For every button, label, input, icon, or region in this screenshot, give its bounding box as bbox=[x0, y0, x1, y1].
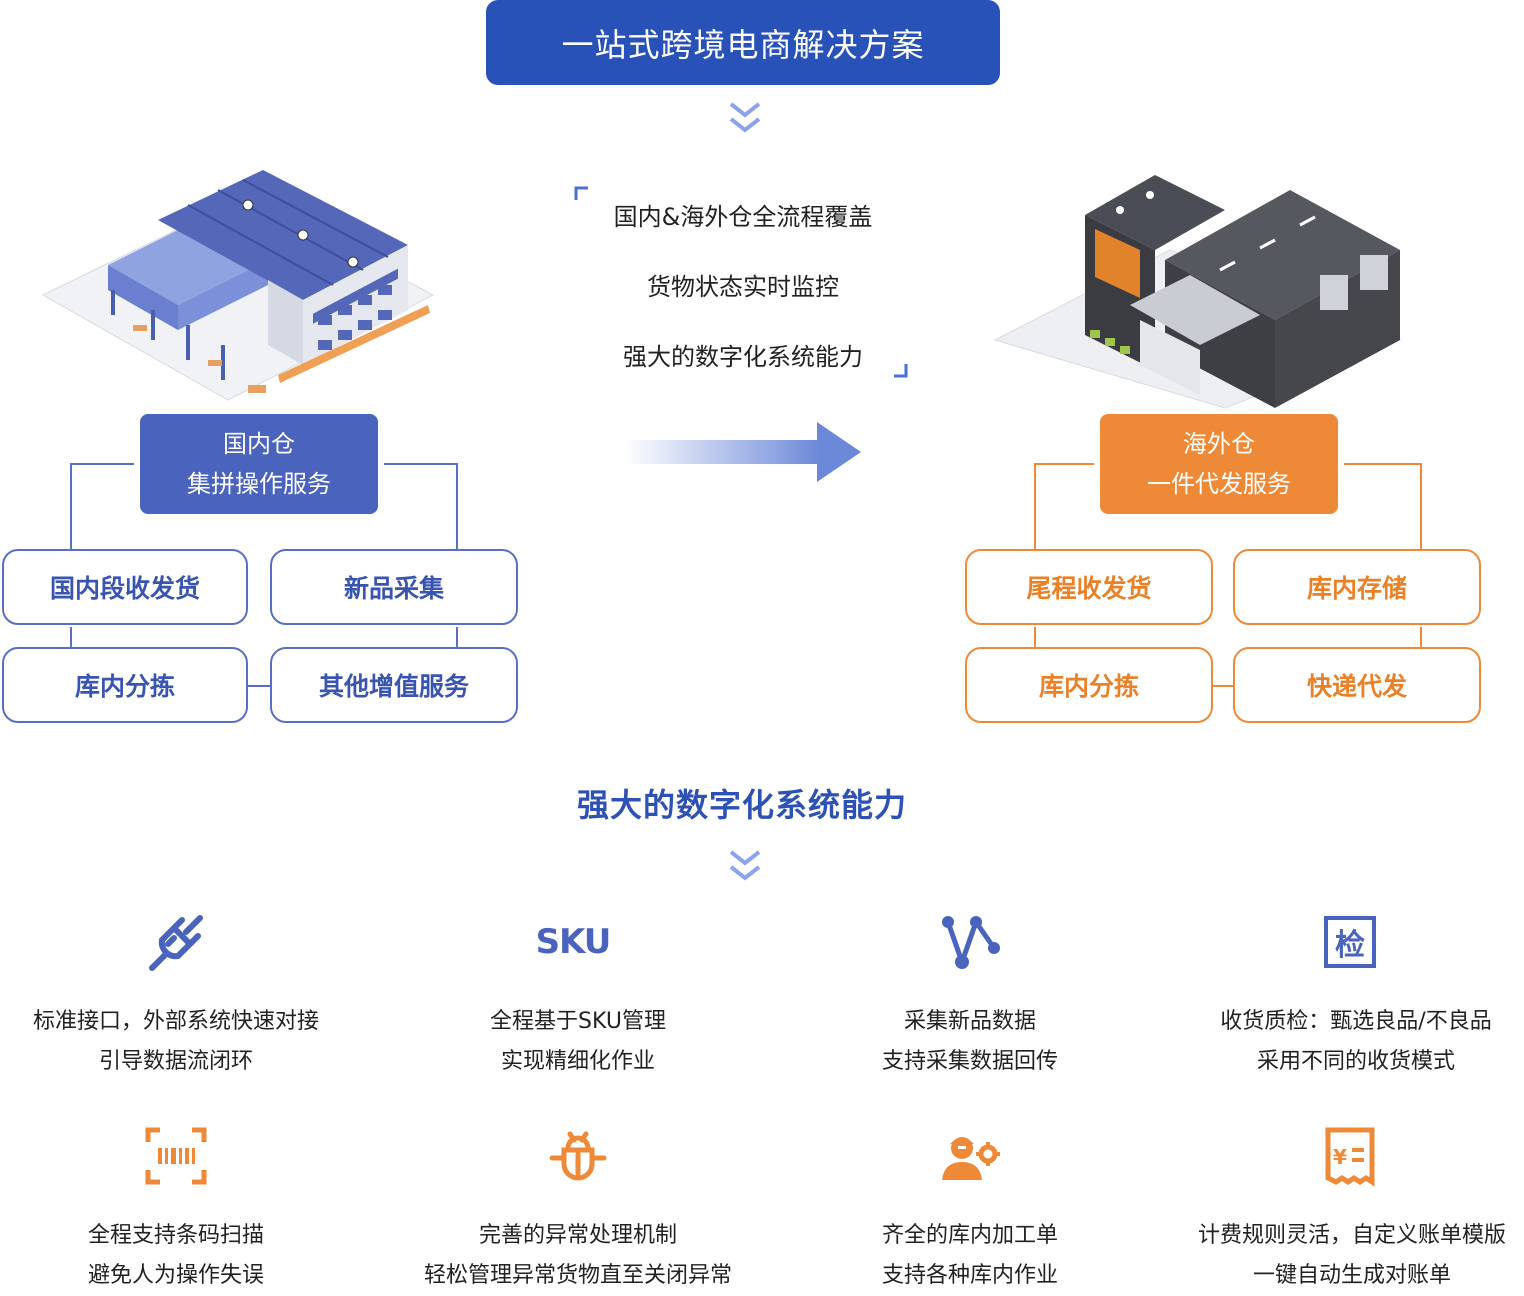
connector bbox=[1034, 627, 1036, 647]
domestic-service-value-added: 其他增值服务 bbox=[270, 647, 518, 723]
barcode-scan-icon bbox=[136, 1116, 216, 1196]
domestic-service-sorting: 库内分拣 bbox=[2, 647, 248, 723]
capability-1-caption: 标准接口，外部系统快速对接 引导数据流闭环 bbox=[32, 1009, 319, 1074]
capability-6-caption: 完善的异常处理机制 轻松管理异常货物直至关闭异常 bbox=[423, 1223, 732, 1288]
overseas-warehouse-box: 海外仓 一件代发服务 bbox=[1100, 414, 1338, 514]
domestic-warehouse-box: 国内仓 集拼操作服务 bbox=[140, 414, 378, 514]
domestic-service-new-product: 新品采集 bbox=[270, 549, 518, 625]
chevron-down-icon bbox=[729, 850, 761, 881]
connector bbox=[456, 627, 458, 647]
overseas-warehouse-illustration bbox=[993, 175, 1402, 409]
capability-4-caption: 收货质检：甄选良品/不良品 采用不同的收货模式 bbox=[1220, 1009, 1492, 1074]
network-nodes-icon bbox=[930, 902, 1010, 982]
receipt-icon: ¥ bbox=[1310, 1116, 1390, 1196]
capability-5-caption: 全程支持条码扫描 避免人为操作失误 bbox=[87, 1223, 264, 1288]
connector bbox=[70, 463, 72, 549]
connector bbox=[248, 685, 270, 687]
connector bbox=[1344, 463, 1422, 465]
feature-line-2: 货物状态实时监控 bbox=[647, 273, 839, 301]
connector bbox=[456, 463, 458, 549]
domestic-title: 国内仓 bbox=[223, 430, 295, 458]
connector bbox=[1034, 463, 1094, 465]
domestic-subtitle: 集拼操作服务 bbox=[187, 470, 331, 498]
open-bracket-icon bbox=[574, 186, 588, 200]
right-arrow-icon bbox=[625, 422, 861, 482]
overseas-service-storage: 库内存储 bbox=[1233, 549, 1481, 625]
capability-3-caption: 采集新品数据 支持采集数据回传 bbox=[881, 1009, 1058, 1074]
feature-line-3: 强大的数字化系统能力 bbox=[623, 343, 863, 371]
connector bbox=[384, 463, 458, 465]
capability-2-caption: 全程基于SKU管理 实现精细化作业 bbox=[490, 1009, 666, 1074]
connector bbox=[1034, 463, 1036, 549]
domestic-warehouse-illustration bbox=[41, 170, 435, 401]
overseas-title: 海外仓 bbox=[1183, 430, 1255, 458]
chevron-down-icon bbox=[729, 102, 761, 133]
connector bbox=[1212, 685, 1234, 687]
connector bbox=[1420, 463, 1422, 549]
sku-icon: SKU bbox=[535, 922, 612, 962]
worker-gear-icon bbox=[930, 1116, 1010, 1196]
close-bracket-icon bbox=[894, 364, 908, 378]
plug-icon bbox=[136, 902, 216, 982]
inspect-icon: 检 bbox=[1310, 902, 1390, 982]
capabilities-heading: 强大的数字化系统能力 bbox=[576, 786, 907, 824]
connector bbox=[1420, 627, 1422, 647]
feature-line-1: 国内&海外仓全流程覆盖 bbox=[613, 203, 873, 231]
capability-7-caption: 齐全的库内加工单 支持各种库内作业 bbox=[881, 1223, 1058, 1288]
overseas-service-dropship: 快递代发 bbox=[1233, 647, 1481, 723]
svg-text:¥: ¥ bbox=[1333, 1145, 1347, 1169]
page-title: 一站式跨境电商解决方案 bbox=[486, 0, 1000, 85]
overseas-service-last-mile: 尾程收发货 bbox=[965, 549, 1213, 625]
capability-8-caption: 计费规则灵活，自定义账单模版 一键自动生成对账单 bbox=[1197, 1223, 1506, 1288]
connector bbox=[70, 463, 134, 465]
overseas-subtitle: 一件代发服务 bbox=[1147, 470, 1291, 498]
domestic-service-receiving: 国内段收发货 bbox=[2, 549, 248, 625]
connector bbox=[70, 627, 72, 647]
overseas-service-sorting: 库内分拣 bbox=[965, 647, 1213, 723]
bug-icon bbox=[538, 1116, 618, 1196]
